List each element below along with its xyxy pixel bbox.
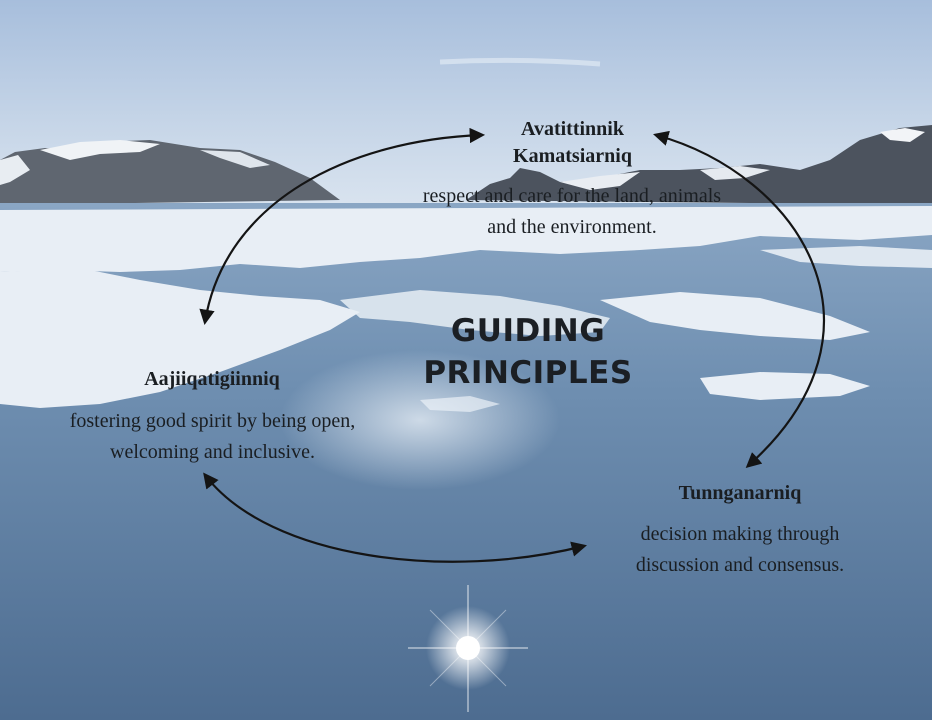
principle-tunnganarniq: Tunnganarniq decision making through dis…	[590, 480, 890, 581]
arrow-top-to-right	[653, 130, 825, 469]
principle-name: Tunnganarniq	[678, 482, 802, 504]
center-title-line1: GUIDING	[450, 313, 606, 349]
sun-glare	[280, 350, 560, 490]
principle-name: Avatittinnik Kamatsiarniq	[513, 118, 632, 167]
principle-description: fostering good spirit by being open, wel…	[69, 410, 356, 463]
sun-reflection	[408, 585, 528, 712]
principle-description: respect and care for the land, animals a…	[422, 185, 722, 238]
principle-name: Aajiiqatigiinniq	[144, 368, 280, 390]
cloud-wisp	[439, 57, 601, 67]
center-title-line2: PRINCIPLES	[423, 355, 633, 391]
center-title: GUIDING PRINCIPLES	[378, 310, 678, 394]
principle-aajiiqatigiinniq: Aajiiqatigiinniq fostering good spirit b…	[35, 366, 390, 468]
arrow-left-to-right	[203, 472, 587, 563]
arrow-left-to-top	[199, 127, 486, 326]
principle-avatittinnik-kamatsiarniq: Avatittinnik Kamatsiarniq respect and ca…	[400, 116, 745, 243]
principle-description: decision making through discussion and c…	[635, 523, 845, 576]
